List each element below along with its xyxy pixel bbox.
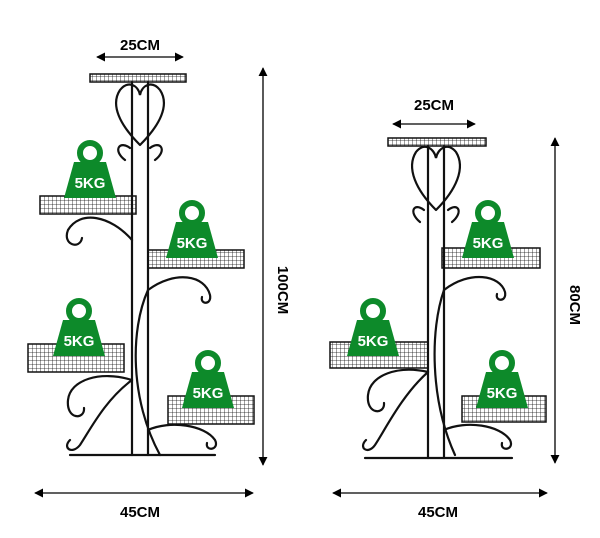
small-weight-1: 5KG [462, 203, 514, 258]
small-top-width-dimension: 25CM [392, 97, 476, 129]
large-top-width-dimension: 25CM [96, 37, 184, 62]
large-base-width-label: 45CM [120, 504, 160, 521]
small-weight-1-label: 5KG [473, 235, 504, 252]
large-rack [27, 73, 255, 457]
small-weight-2: 5KG [347, 301, 399, 356]
small-height-label: 80CM [566, 285, 583, 325]
large-top-width-label: 25CM [120, 37, 160, 54]
large-base-width-dimension: 45CM [34, 488, 254, 521]
small-top-width-label: 25CM [414, 97, 454, 114]
large-weight-1-label: 5KG [75, 175, 106, 192]
small-weight-2-label: 5KG [358, 333, 389, 350]
large-stand: 25CM 100CM 45CM [27, 37, 291, 521]
large-weight-3: 5KG [53, 301, 105, 356]
large-height-label: 100CM [274, 266, 291, 314]
large-weight-4: 5KG [182, 353, 234, 408]
large-height-dimension: 100CM [258, 67, 291, 466]
large-weight-3-label: 5KG [64, 333, 95, 350]
large-weight-1: 5KG [64, 143, 116, 198]
small-weight-3-label: 5KG [487, 385, 518, 402]
small-base-width-label: 45CM [418, 504, 458, 521]
small-weight-3: 5KG [476, 353, 528, 408]
small-height-dimension: 80CM [550, 137, 583, 464]
large-weight-2: 5KG [166, 203, 218, 258]
large-weight-4-label: 5KG [193, 385, 224, 402]
small-stand: 25CM 80CM 45CM [329, 97, 583, 521]
small-rack [329, 137, 547, 460]
large-weight-2-label: 5KG [177, 235, 208, 252]
small-base-width-dimension: 45CM [332, 488, 548, 521]
